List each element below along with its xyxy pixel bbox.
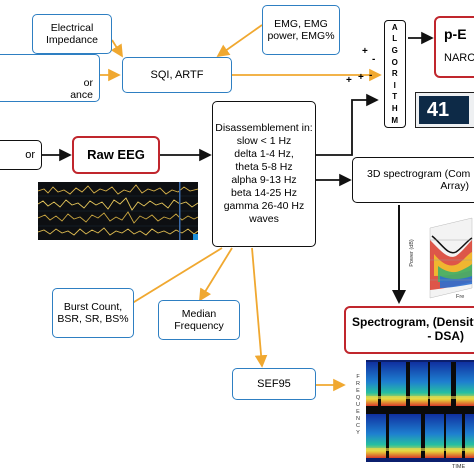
spectrogram-dsa-label-top: Spectrogram, (Density (352, 315, 474, 330)
plus-sign: + (358, 72, 364, 83)
dsa-heatmap (366, 362, 474, 458)
dsa-ylabel-letter: C (356, 423, 360, 429)
sensor-label-bottom: ance (70, 88, 93, 101)
arrow-emg-to-sqi (216, 24, 263, 58)
spectrogram-3d-box: 3D spectrogram (Com Array) (352, 157, 474, 203)
p-index-label: p-E (444, 26, 467, 42)
burst-count-label: Burst Count, BSR, SR, BS% (57, 300, 129, 325)
dsa-ylabel-letter: R (356, 381, 360, 387)
algorithm-letter: A (391, 22, 399, 32)
raw-eeg-box: Raw EEG (72, 136, 160, 174)
sef95-label: SEF95 (257, 377, 291, 390)
algorithm-box: A L G O R I T H M (384, 20, 406, 128)
monitor-screen: 41 (419, 96, 469, 124)
arrow-disassembly-to-algorithm (315, 93, 379, 156)
electrical-impedance-box: Electrical Impedance (32, 14, 112, 54)
dsa-ylabel-letter: N (356, 416, 360, 422)
arrow-disassembly-to-median (199, 247, 233, 302)
monitor-device: 41 (415, 92, 474, 128)
spectrogram-3d-ylabel: Power (dB) (408, 239, 415, 267)
spectrogram-dsa-label-bottom: - DSA) (427, 329, 464, 343)
narco-label: NARC (444, 52, 474, 65)
spectrogram-3d-xlabel: Fre (456, 294, 465, 300)
raw-eeg-label: Raw EEG (87, 146, 145, 162)
spectrogram-dsa-box: Spectrogram, (Density - DSA) (344, 306, 474, 354)
spectrogram-3d-label-top: 3D spectrogram (Com (367, 167, 471, 180)
dsa-ylabel-letter: E (356, 409, 360, 415)
sqi-artf-label: SQI, ARTF (150, 68, 204, 81)
arrow-disassembly-to-sef95 (251, 247, 268, 368)
emg-label: EMG, EMG power, EMG% (267, 17, 335, 42)
eeg-waveforms (38, 182, 198, 240)
dsa-ylabel: F R E Q U E N C Y (354, 374, 362, 437)
algorithm-letter: L (392, 34, 398, 44)
disassembly-line-6: beta 14-25 Hz (231, 187, 297, 200)
algorithm-letter: H (391, 103, 399, 113)
electrode-box-partial: or (0, 140, 42, 170)
minus-sign: - (369, 70, 373, 81)
disassembly-line-5: alpha 9-13 Hz (231, 174, 297, 186)
algorithm-letter: T (392, 92, 398, 102)
disassembly-line-2: slow < 1 Hz (236, 134, 292, 147)
arrow-impedance-to-sqi (110, 39, 123, 58)
disassembly-line-4: theta 5-8 Hz (235, 160, 293, 173)
spectrogram-3d-surface (429, 217, 473, 299)
burst-count-box: Burst Count, BSR, SR, BS% (52, 288, 134, 338)
p-index-box: p-E NARC (434, 16, 474, 78)
sef95-box: SEF95 (232, 368, 316, 400)
electrical-impedance-label: Electrical Impedance (46, 21, 98, 46)
electrode-label: or (25, 148, 35, 161)
spectrogram-3d-plot: Power (dB) Fre (404, 210, 474, 302)
algorithm-letter: I (393, 80, 397, 90)
dsa-ylabel-letter: Y (356, 430, 360, 436)
minus-sign: - (372, 54, 376, 65)
disassembly-box: Disassemblement in: slow < 1 Hz delta 1-… (212, 101, 316, 247)
dsa-ylabel-letter: E (356, 388, 360, 394)
emg-box: EMG, EMG power, EMG% (262, 5, 340, 55)
disassembly-line-1: Disassemblement in: (215, 121, 313, 134)
algorithm-letter: M (391, 115, 399, 125)
plus-sign: + (362, 46, 368, 57)
monitor-value: 41 (426, 98, 450, 121)
disassembly-line-8: waves (249, 213, 279, 226)
sensor-label-top: or (83, 76, 93, 89)
dsa-ylabel-letter: U (356, 402, 360, 408)
dsa-ylabel-letter: Q (355, 395, 361, 401)
dsa-xlabel: TIME (452, 464, 466, 470)
median-frequency-label: Median Frequency (174, 307, 224, 332)
sensor-box-partial: or ance (0, 54, 100, 102)
disassembly-line-7: gamma 26-40 Hz (223, 200, 305, 213)
plus-sign: + (346, 75, 352, 86)
spectrogram-dsa-image (366, 360, 474, 462)
dsa-ylabel-letter: F (356, 374, 360, 380)
sqi-artf-box: SQI, ARTF (122, 57, 232, 93)
raw-eeg-trace-image (38, 182, 198, 240)
disassembly-line-3: delta 1-4 Hz, (234, 147, 294, 160)
algorithm-letter: R (391, 69, 399, 79)
algorithm-letter: O (391, 57, 399, 67)
algorithm-letter: G (391, 46, 399, 56)
spectrogram-3d-label-bottom: Array) (440, 180, 469, 192)
median-frequency-box: Median Frequency (158, 300, 240, 340)
